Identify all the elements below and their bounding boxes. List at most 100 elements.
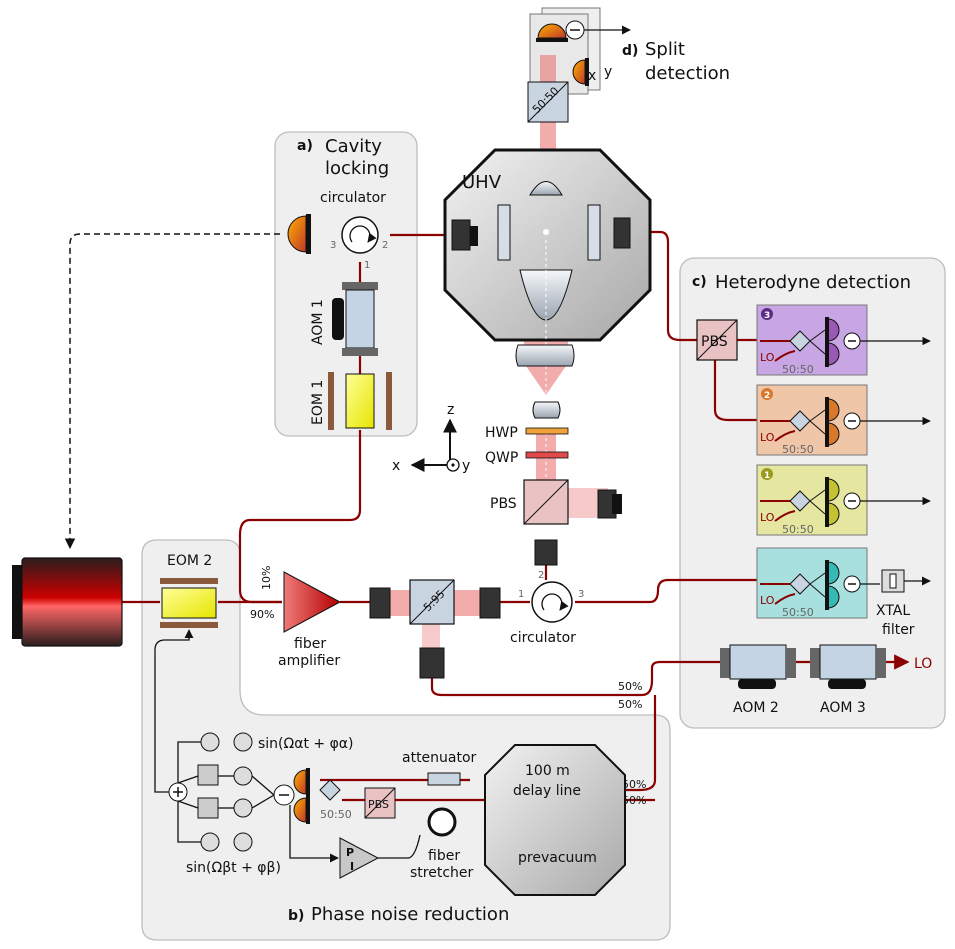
- circulator-top-label: circulator: [320, 190, 386, 206]
- fiber-stretcher-label-2: stretcher: [410, 865, 474, 881]
- het-lo-label-2: LO: [760, 431, 775, 444]
- hwp-label: HWP: [485, 425, 518, 441]
- het-path-a-2: [809, 409, 826, 422]
- section-a-letter: a): [297, 138, 313, 154]
- circ-bottom-port-1: 1: [518, 589, 524, 600]
- het-detector-top-3: [827, 478, 840, 502]
- het-detector-top-4: [827, 561, 840, 585]
- axis-y: y: [462, 458, 470, 474]
- circ-top-port-2: 2: [382, 240, 388, 251]
- het-path-b-4: [809, 583, 826, 598]
- coupler-bottom-595: [419, 647, 445, 679]
- fiber-stretcher-label-1: fiber: [428, 848, 460, 864]
- het-detector-bottom-1: [827, 342, 840, 366]
- pi-controller: [289, 805, 421, 879]
- section-d-title-2: detection: [645, 63, 730, 84]
- demod-chain: [154, 629, 275, 852]
- het-detector-bottom-3: [827, 502, 840, 526]
- split-detection: [527, 20, 631, 123]
- ratio-10: 10%: [260, 566, 273, 590]
- het-detector-bottom-2: [827, 422, 840, 446]
- sin-alpha-label: sin(Ωαt + φα): [258, 736, 354, 752]
- het-path-a-3: [809, 489, 826, 502]
- split-y-label: y: [604, 64, 612, 80]
- coupler-right-595: [479, 587, 501, 619]
- coupler-pbs-out: [597, 489, 622, 519]
- het-path-a-1: [809, 329, 826, 342]
- pi-label-p: P: [346, 846, 354, 859]
- het-bs-label-1: 50:50: [782, 363, 814, 376]
- het-bs-4: [789, 573, 811, 595]
- qwp: [525, 451, 569, 459]
- axis-z: z: [447, 402, 454, 418]
- pbs-phase: [364, 787, 396, 819]
- het-badge-num-1: 3: [764, 311, 770, 321]
- phase-detectors: [273, 768, 310, 824]
- circulator-bottom-label: circulator: [510, 630, 576, 646]
- pbs-phase-label: PBS: [368, 798, 389, 811]
- fiber-stretcher: [427, 807, 457, 837]
- fiber-amplifier-label-1: fiber: [294, 636, 326, 652]
- section-b-letter: b): [288, 908, 304, 924]
- het-bs-1: [789, 330, 811, 352]
- het-badge-3: [761, 468, 773, 480]
- ratio-50-d: 50%: [622, 794, 646, 807]
- section-d-letter: d): [622, 43, 638, 59]
- fibers: [120, 230, 910, 829]
- pbs-main-label: PBS: [490, 496, 517, 512]
- het-path-b-1: [809, 340, 826, 355]
- het-detector-bar-2: [825, 397, 829, 447]
- het-bs-label-4: 50:50: [782, 606, 814, 619]
- het-lo-label-3: LO: [760, 511, 775, 524]
- het-bs-2: [789, 410, 811, 432]
- het-lo-label-1: LO: [760, 351, 775, 364]
- ratio-90: 90%: [250, 608, 274, 621]
- prevacuum-label: prevacuum: [518, 850, 597, 866]
- qwp-label: QWP: [485, 450, 518, 466]
- coupler-uhv-left: [451, 219, 471, 251]
- het-detector-bottom-4: [827, 585, 840, 609]
- delay-line-box: [484, 744, 626, 896]
- ratio-50-a: 50%: [618, 680, 642, 693]
- circ-bottom-port-2: 2: [538, 570, 544, 581]
- sin-beta-label: sin(Ωβt + φβ): [186, 860, 281, 876]
- ratio-50-c: 50%: [622, 778, 646, 791]
- phase-bs-label: 50:50: [320, 808, 352, 821]
- section-a-title-1: Cavity: [325, 136, 382, 157]
- circulator-top: [341, 216, 379, 254]
- het-detector-bar-3: [825, 477, 829, 527]
- eom2: [160, 578, 218, 628]
- pbs-het-label: PBS: [701, 334, 728, 350]
- het-path-b-2: [809, 420, 826, 435]
- het-badge-num-3: 1: [764, 471, 770, 481]
- axis-indicator: [410, 418, 460, 472]
- het-lo-fiber-3: [774, 510, 796, 522]
- het-detector-top-1: [827, 318, 840, 342]
- locking-detector: [287, 214, 311, 254]
- aom1: [332, 282, 378, 356]
- het-detector-top-2: [827, 398, 840, 422]
- pi-label-i: I: [350, 860, 354, 873]
- het-bs-label-2: 50:50: [782, 443, 814, 456]
- het-path-b-3: [809, 500, 826, 515]
- het-badge-2: [761, 388, 773, 400]
- attenuator: [427, 772, 461, 786]
- het-bs-3: [789, 490, 811, 512]
- axis-x: x: [392, 458, 400, 474]
- het-lo-fiber-2: [774, 430, 796, 442]
- phase-bs: [319, 779, 341, 801]
- xtal-filter-label-1: XTAL: [876, 603, 910, 619]
- aom3-label: AOM 3: [820, 700, 866, 716]
- section-c-title: Heterodyne detection: [715, 272, 911, 293]
- circ-bottom-port-3: 3: [578, 589, 584, 600]
- aom2: [720, 644, 796, 689]
- aom1-label: AOM 1: [310, 299, 326, 345]
- pbs-heterodyne: [696, 319, 738, 361]
- uhv-label: UHV: [462, 172, 502, 193]
- section-c-letter: c): [692, 274, 707, 290]
- eom1: [328, 372, 392, 430]
- xtal-filter: [881, 569, 931, 593]
- eom1-label: EOM 1: [310, 380, 326, 425]
- attenuator-label: attenuator: [402, 750, 477, 766]
